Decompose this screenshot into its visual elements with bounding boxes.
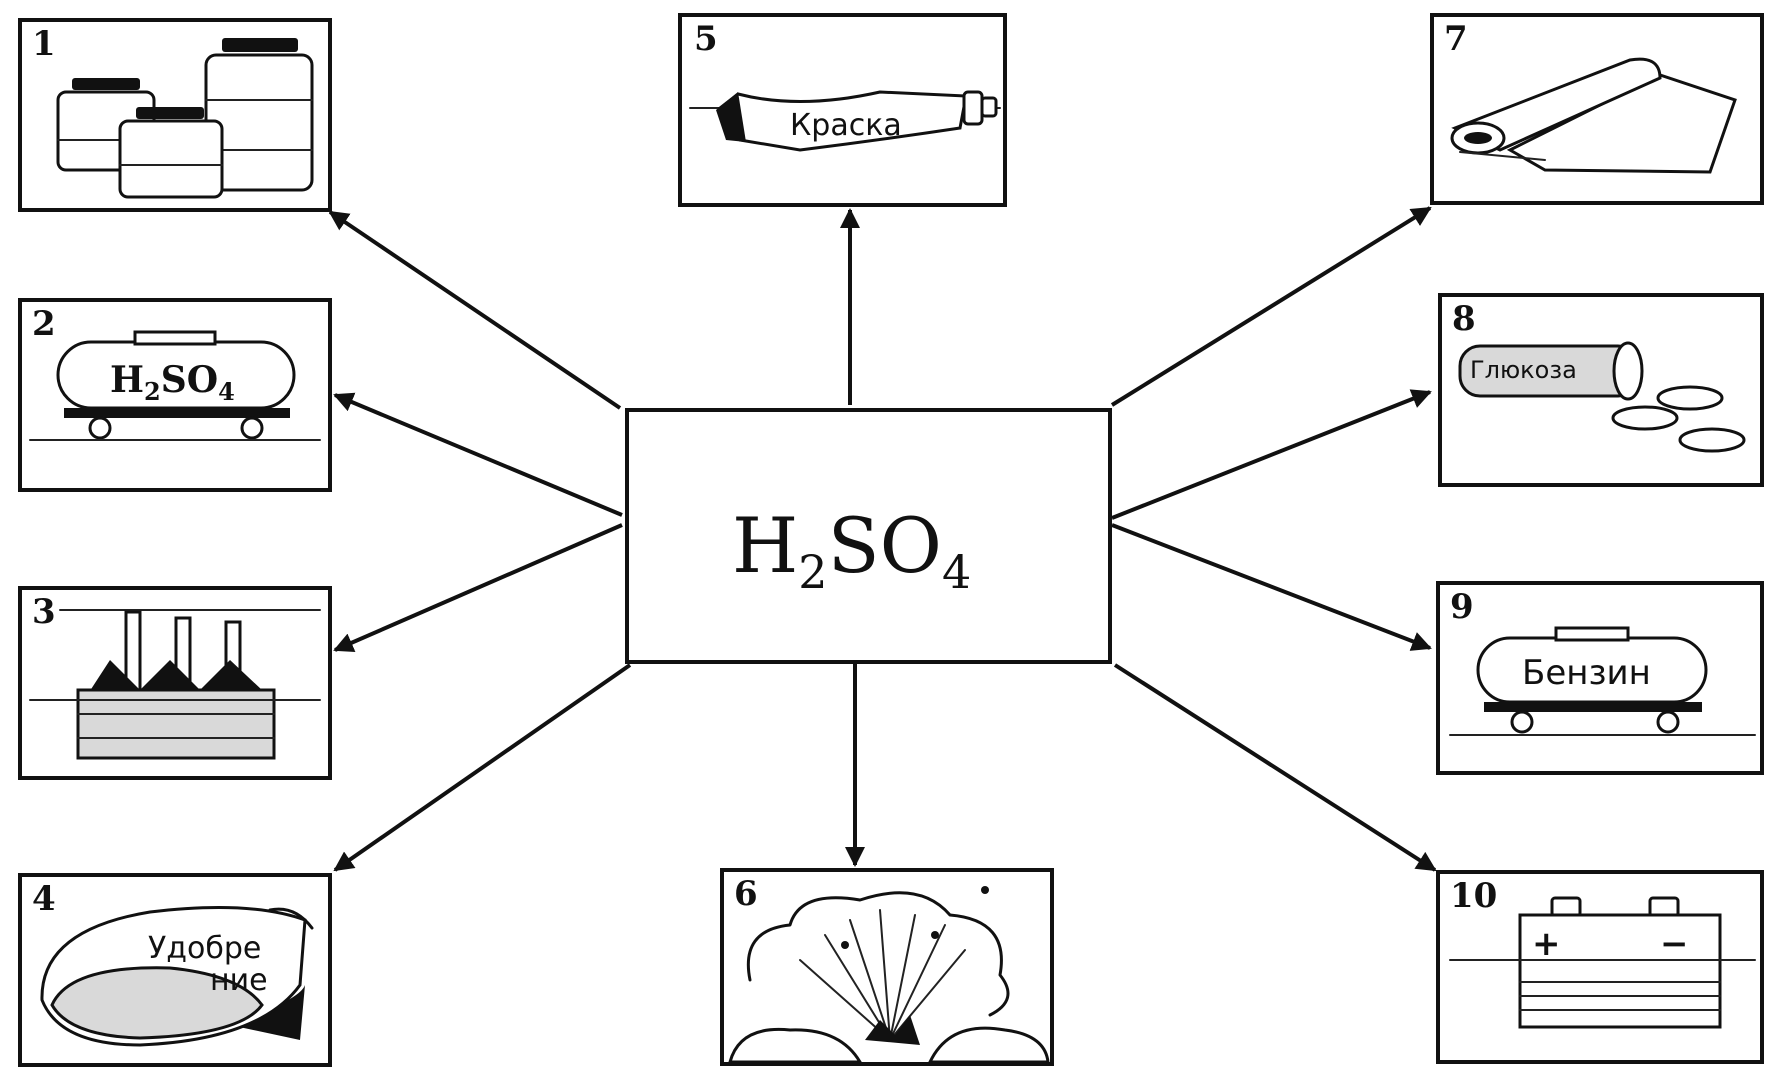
paint-label: Краска	[790, 108, 902, 143]
center-node: H2SO4	[625, 408, 1112, 664]
tile-number: 10	[1450, 876, 1497, 916]
arrow-to-tile-3	[333, 523, 623, 652]
tile-number: 2	[32, 304, 56, 344]
battery-minus-sign: −	[1660, 924, 1689, 964]
tile-number: 7	[1444, 19, 1468, 59]
tile-6-explosion: 6	[720, 868, 1054, 1066]
tank-label: H2SO4	[110, 359, 235, 406]
battery-icon	[1449, 896, 1756, 1029]
tile-number: 5	[694, 19, 718, 59]
arrow-to-tile-1	[328, 210, 622, 410]
tile-number: 9	[1450, 587, 1474, 627]
tablet-tube-icon	[1458, 341, 1746, 453]
jars-icon	[56, 38, 314, 199]
tile-1-jars: 1	[18, 18, 332, 212]
arrow-to-tile-10	[1113, 663, 1437, 872]
arrow-to-tile-7	[1110, 206, 1432, 407]
tank-car-icon	[29, 330, 321, 441]
fuel-tank-car-icon	[1449, 626, 1756, 736]
tile-number: 1	[32, 24, 56, 64]
tile-2-tank-car: 2 H2SO4	[18, 298, 332, 492]
center-box	[625, 408, 1112, 664]
arrow-to-tile-9	[1111, 523, 1432, 651]
fabric-roll-icon	[1450, 57, 1737, 174]
arrows	[328, 206, 1437, 872]
bag-label-line1: Удобре	[148, 931, 261, 966]
explosion-icon	[728, 886, 1050, 1064]
bag-label-line2: ние	[210, 963, 268, 998]
arrow-to-tile-4	[333, 663, 632, 872]
factory-icon	[29, 609, 321, 760]
tile-8-glucose-tablets: 8 Глюкоза	[1438, 293, 1764, 487]
tile-number: 4	[32, 879, 56, 919]
fertilizer-bag-icon	[40, 906, 314, 1047]
arrow-to-tile-8	[1111, 389, 1432, 520]
tile-7-fabric-roll: 7	[1430, 13, 1764, 205]
fuel-tank-label: Бензин	[1522, 653, 1651, 693]
tile-number: 6	[734, 874, 758, 914]
tile-3-factory: 3	[18, 586, 332, 780]
tile-9-fuel-tank-car: 9 Бензин	[1436, 581, 1764, 775]
tile-5-paint-tube: 5 Краска	[678, 13, 1007, 207]
tile-number: 8	[1452, 299, 1476, 339]
tube-label: Глюкоза	[1470, 356, 1577, 384]
center-formula: H2SO4	[732, 501, 971, 599]
arrow-to-tile-2	[333, 392, 623, 517]
paint-tube-icon	[689, 90, 1001, 152]
tile-10-battery: 10 + −	[1436, 870, 1764, 1064]
tile-number: 3	[32, 592, 56, 632]
battery-plus-sign: +	[1532, 924, 1561, 964]
tile-4-fertilizer-bag: 4 Удобре ние	[18, 873, 332, 1067]
